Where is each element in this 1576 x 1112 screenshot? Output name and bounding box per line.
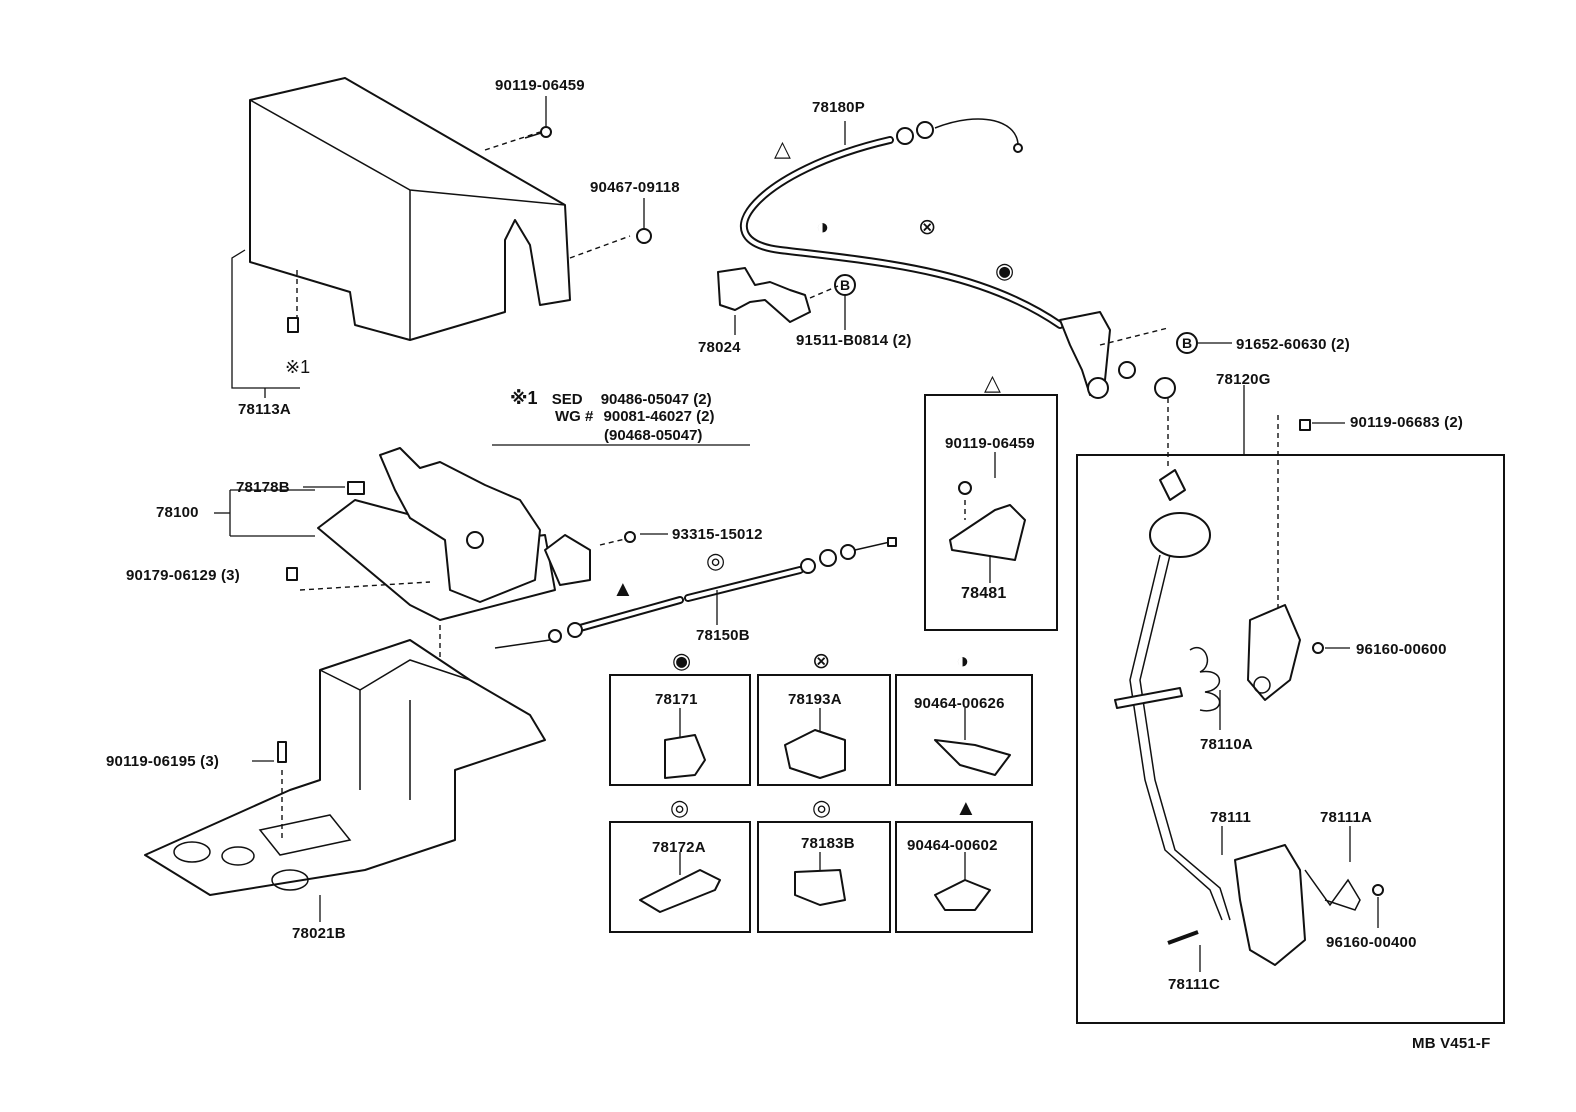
box-78193A — [757, 674, 891, 786]
label-90464-00602: 90464-00602 — [907, 837, 998, 854]
b-marker-1: B — [834, 274, 856, 296]
label-78111: 78111 — [1210, 809, 1252, 826]
note-line2: WG # 90081-46027 (2) — [555, 408, 714, 425]
symbol-half-circle-1: ◑ — [816, 214, 830, 239]
label-78171: 78171 — [655, 691, 698, 708]
symbol-cross-circle-2: ⊗ — [812, 648, 831, 673]
label-91652-60630: 91652-60630 (2) — [1236, 336, 1350, 353]
label-90119-06683: 90119-06683 (2) — [1350, 414, 1464, 431]
label-78120G: 78120G — [1216, 371, 1271, 388]
pedal-pad-78111 — [1234, 844, 1306, 966]
note-line2-variant: WG # — [555, 408, 594, 425]
box-78171 — [609, 674, 751, 786]
bracket-plate — [1247, 604, 1301, 701]
label-78024: 78024 — [698, 339, 741, 356]
label-78150B: 78150B — [696, 627, 750, 644]
cover-78113A — [249, 77, 631, 341]
label-78178B: 78178B — [236, 479, 290, 496]
note-line3: (90468-05047) — [604, 427, 702, 444]
box-90464-00602 — [895, 821, 1033, 933]
note-line3-part: (90468-05047) — [604, 427, 703, 444]
spring-78110A — [1189, 647, 1221, 712]
plate-78021B — [144, 639, 546, 896]
symbol-triangle-open-2: △ — [984, 370, 1001, 395]
symbol-double-circle-1: ◎ — [706, 548, 726, 573]
label-78110A: 78110A — [1200, 736, 1253, 753]
cable-78150B — [494, 537, 897, 649]
box-90464-00626 — [895, 674, 1033, 786]
pedal-arm — [1114, 469, 1231, 921]
note-block: ※1 SED 90486-05047 (2) — [510, 388, 712, 409]
label-96160-00400: 96160-00400 — [1326, 934, 1417, 951]
note-line1-part: 90486-05047 (2) — [600, 391, 712, 408]
mark-1: ※1 — [285, 357, 311, 377]
symbol-filled-circle-2: ◉ — [672, 648, 692, 673]
label-93315-15012: 93315-15012 — [672, 526, 763, 543]
symbol-double-circle-3: ◎ — [812, 795, 832, 820]
clip-90467-09118 — [636, 228, 652, 244]
label-90464-00626: 90464-00626 — [914, 695, 1005, 712]
box-78183B — [757, 821, 891, 933]
box-78172A — [609, 821, 751, 933]
drawing-code: MB V451-F — [1412, 1035, 1491, 1052]
label-78100: 78100 — [156, 504, 199, 521]
label-90467-09118: 90467-09118 — [590, 179, 680, 196]
symbol-filled-circle-1: ◉ — [995, 258, 1015, 283]
box-78481 — [924, 394, 1058, 631]
bracket-assembly-78100 — [299, 447, 591, 720]
label-78180P: 78180P — [812, 99, 865, 116]
label-90119-06459-top: 90119-06459 — [495, 77, 585, 94]
b-marker-2: B — [1176, 332, 1198, 354]
label-78021B: 78021B — [292, 925, 346, 942]
screw-90119-06459 — [524, 126, 552, 139]
bracket-78024 — [717, 267, 839, 323]
label-90179-06129: 90179-06129 (3) — [126, 567, 240, 584]
symbol-triangle-filled-1: ▲ — [612, 576, 634, 601]
label-96160-00600: 96160-00600 — [1356, 641, 1447, 658]
label-78481: 78481 — [961, 585, 1007, 602]
label-90119-06459-box: 90119-06459 — [945, 435, 1035, 452]
box-78120G — [1076, 454, 1505, 1024]
symbol-double-circle-2: ◎ — [670, 795, 690, 820]
label-78113A: 78113A — [238, 401, 291, 418]
note-line2-part: 90081-46027 (2) — [603, 408, 715, 425]
label-78111C: 78111C — [1168, 976, 1221, 993]
label-78172A: 78172A — [652, 839, 706, 856]
label-78111A: 78111A — [1320, 809, 1373, 826]
note-mark: ※1 — [510, 388, 538, 408]
symbol-half-circle-2: ◑ — [956, 648, 970, 673]
spring-78111A — [1304, 869, 1361, 911]
label-78183B: 78183B — [801, 835, 855, 852]
cable-78180P — [740, 118, 1176, 470]
label-91511-B0814: 91511-B0814 (2) — [796, 332, 912, 349]
symbol-triangle-filled-2: ▲ — [955, 795, 977, 820]
label-78193A: 78193A — [788, 691, 842, 708]
label-90119-06195: 90119-06195 (3) — [106, 753, 220, 770]
symbol-triangle-open-1: △ — [774, 136, 791, 161]
note-line1-variant: SED — [551, 391, 583, 408]
symbol-cross-circle-1: ⊗ — [918, 214, 937, 239]
